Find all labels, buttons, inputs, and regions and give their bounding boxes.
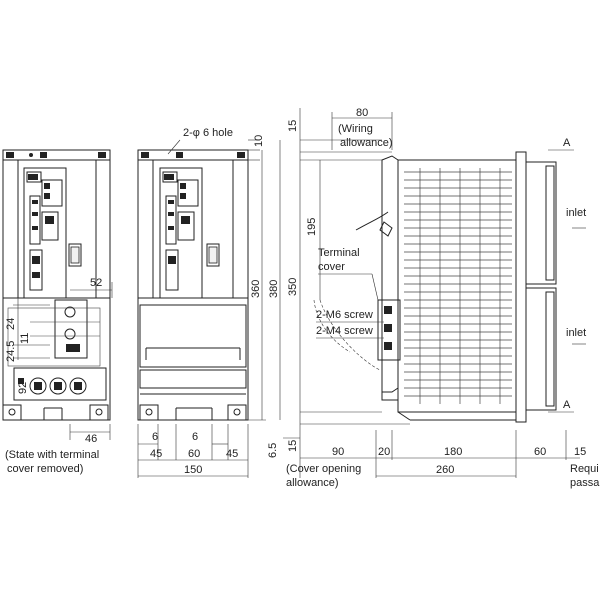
dim-15-right: 15 — [574, 446, 586, 458]
dim-380: 380 — [268, 280, 280, 298]
dim-45-a: 45 — [150, 448, 162, 460]
arrow-a-bottom: A — [563, 399, 571, 411]
heat-sink-fins — [404, 168, 512, 404]
wiring-allowance-line2: allowance) — [340, 137, 393, 149]
state-note-line2: cover removed) — [7, 463, 83, 475]
dim-45-b: 45 — [226, 448, 238, 460]
dim-60-right: 60 — [534, 446, 546, 458]
arrow-a-top: A — [563, 137, 571, 149]
front-view-open — [2, 149, 111, 421]
m6-screw-label: 2-M6 screw — [316, 309, 373, 321]
dim-6-b: 6 — [192, 431, 198, 443]
inlet-bottom-label: inlet — [566, 327, 586, 339]
dim-20: 20 — [378, 446, 390, 458]
middle-view-dimensions: 2-φ 6 hole 10 360 380 6 6 45 60 45 150 — [137, 127, 281, 478]
dim-195: 195 — [306, 218, 318, 236]
m4-screw-label: 2-M4 screw — [316, 325, 373, 337]
dim-15-bottom: 15 — [287, 440, 299, 452]
dim-24: 24 — [5, 318, 17, 330]
dim-52: 52 — [90, 277, 102, 289]
required-passage-line2: passa — [570, 477, 600, 489]
dim-92: 92 — [17, 382, 29, 394]
wiring-allowance-line1: (Wiring — [338, 123, 373, 135]
side-view — [313, 151, 557, 423]
front-view — [137, 149, 249, 421]
dim-11: 11 — [19, 333, 31, 344]
terminal-cover-line1: Terminal — [318, 247, 360, 259]
dim-360: 360 — [250, 280, 262, 298]
inlet-top-label: inlet — [566, 207, 586, 219]
terminal-cover-line2: cover — [318, 261, 345, 273]
dim-6-a: 6 — [152, 431, 158, 443]
dim-260: 260 — [436, 464, 454, 476]
dim-350: 350 — [287, 278, 299, 296]
dim-180: 180 — [444, 446, 462, 458]
state-note-line1: (State with terminal — [5, 449, 99, 461]
hole-note: 2-φ 6 hole — [183, 127, 233, 139]
side-view-dimensions: 15 80 (Wiring allowance) 195 350 Termina… — [267, 107, 600, 489]
dim-46: 46 — [85, 433, 97, 445]
dim-80: 80 — [356, 107, 368, 119]
dim-24-5: 24.5 — [5, 341, 17, 362]
required-passage-line1: Requi — [570, 463, 599, 475]
dim-6-5: 6.5 — [267, 443, 279, 458]
dim-150: 150 — [184, 464, 202, 476]
dim-90: 90 — [332, 446, 344, 458]
dim-10: 10 — [253, 135, 265, 147]
dim-15-top: 15 — [287, 120, 299, 132]
cover-opening-line2: allowance) — [286, 477, 339, 489]
dim-60: 60 — [188, 448, 200, 460]
cover-opening-line1: (Cover opening — [286, 463, 361, 475]
left-view-dimensions: 52 24 24.5 11 92 46 (State with terminal… — [5, 277, 113, 475]
